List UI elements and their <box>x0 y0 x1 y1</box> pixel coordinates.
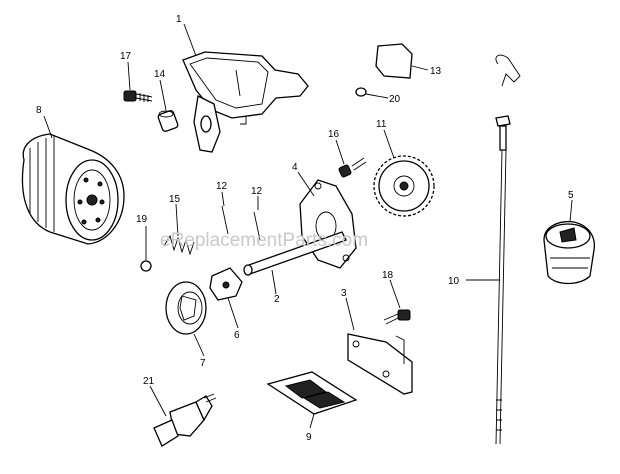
callout-9: 9 <box>306 432 312 443</box>
callout-12a: 12 <box>216 181 228 192</box>
callout-21: 21 <box>143 376 155 387</box>
callout-7: 7 <box>200 358 206 369</box>
part-3-bracket <box>347 333 413 395</box>
callout-6: 6 <box>234 330 240 341</box>
part-16-bolt <box>338 157 367 178</box>
callout-10: 10 <box>448 276 460 287</box>
part-17-bolt <box>123 90 153 102</box>
callout-1: 1 <box>176 14 182 25</box>
callout-16: 16 <box>328 129 340 140</box>
part-15-spring <box>163 234 195 256</box>
part-18-screw <box>383 309 411 325</box>
callout-3: 3 <box>341 288 347 299</box>
part-4-pump-cover <box>299 179 357 269</box>
part-9-screen <box>266 371 358 415</box>
part-5-filler-cap <box>543 220 596 285</box>
callout-2: 2 <box>274 294 280 305</box>
callout-13: 13 <box>430 66 442 77</box>
part-20-oring <box>355 87 367 97</box>
part-11-gear <box>373 155 435 217</box>
callout-8: 8 <box>36 105 42 116</box>
callout-5: 5 <box>568 190 574 201</box>
part-13-gasket <box>375 43 413 79</box>
watermark: eReplacementParts.com <box>160 230 368 251</box>
callout-20: 20 <box>389 94 401 105</box>
callout-12b: 12 <box>251 186 263 197</box>
part-19-ball <box>140 260 152 272</box>
leader-lines <box>43 23 573 429</box>
callout-15: 15 <box>169 194 181 205</box>
part-10-dipstick <box>495 54 521 445</box>
part-6-inner-rotor <box>209 267 243 301</box>
callout-11: 11 <box>376 119 387 130</box>
callout-4: 4 <box>292 162 298 173</box>
part-14-spacer <box>157 110 179 132</box>
callout-17: 17 <box>120 51 132 62</box>
callout-18: 18 <box>382 270 394 281</box>
part-21-fitting <box>153 393 217 447</box>
part-2-shaft <box>243 231 347 276</box>
callout-19: 19 <box>136 214 148 225</box>
part-12-pins <box>221 205 261 241</box>
callout-14: 14 <box>154 69 166 80</box>
callout-labels: 1 2 3 4 5 6 7 8 9 10 11 12 12 13 14 15 1… <box>36 14 574 443</box>
part-8-oil-filter <box>21 133 125 245</box>
part-7-outer-rotor <box>165 281 207 335</box>
part-1-oil-pan <box>182 51 309 153</box>
